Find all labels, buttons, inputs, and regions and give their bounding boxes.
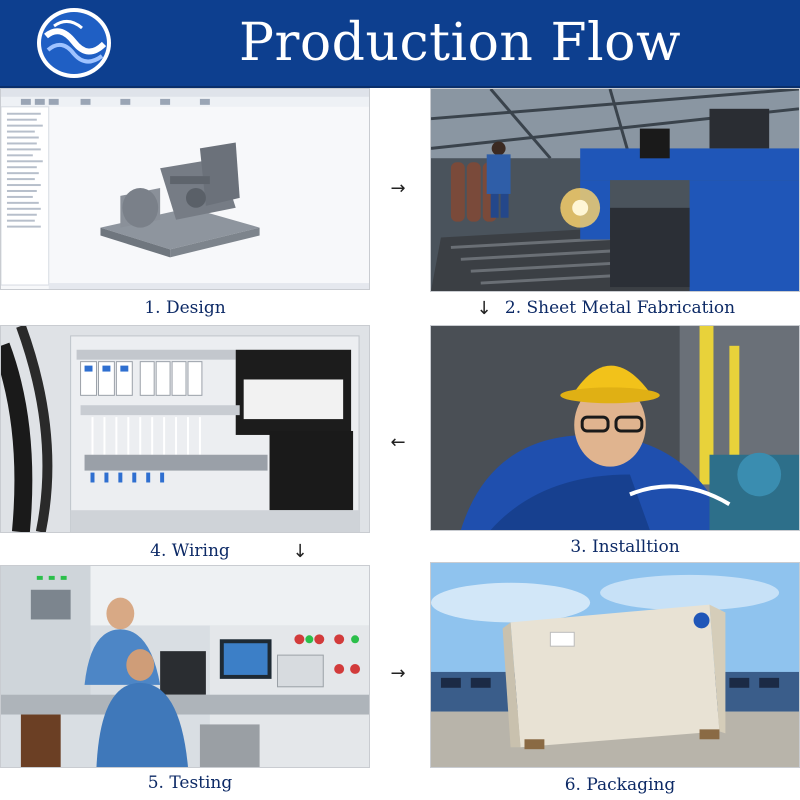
wiring-photo — [0, 325, 370, 533]
page-title: Production Flow — [239, 13, 681, 73]
step-1-caption: 1. Design — [144, 298, 226, 318]
step-4-caption: 4. Wiring — [150, 541, 230, 561]
arrow-right-icon: → — [390, 663, 406, 684]
arrow-right-icon: → — [390, 178, 406, 199]
installation-photo — [430, 325, 800, 531]
testing-photo — [0, 565, 370, 768]
design-photo — [0, 88, 370, 290]
step-5-caption: 5. Testing — [147, 773, 233, 793]
arrow-down-icon: ↓ — [476, 298, 492, 319]
company-logo-icon — [37, 8, 111, 78]
step-2-caption: 2. Sheet Metal Fabrication — [504, 298, 736, 318]
arrow-left-icon: ← — [390, 432, 406, 453]
arrow-down-icon: ↓ — [292, 541, 308, 562]
packaging-photo — [430, 562, 800, 768]
fabrication-photo — [430, 88, 800, 292]
step-3-caption: 3. Installtion — [570, 537, 680, 557]
step-6-caption: 6. Packaging — [564, 775, 676, 795]
header-banner: Production Flow — [0, 0, 800, 88]
